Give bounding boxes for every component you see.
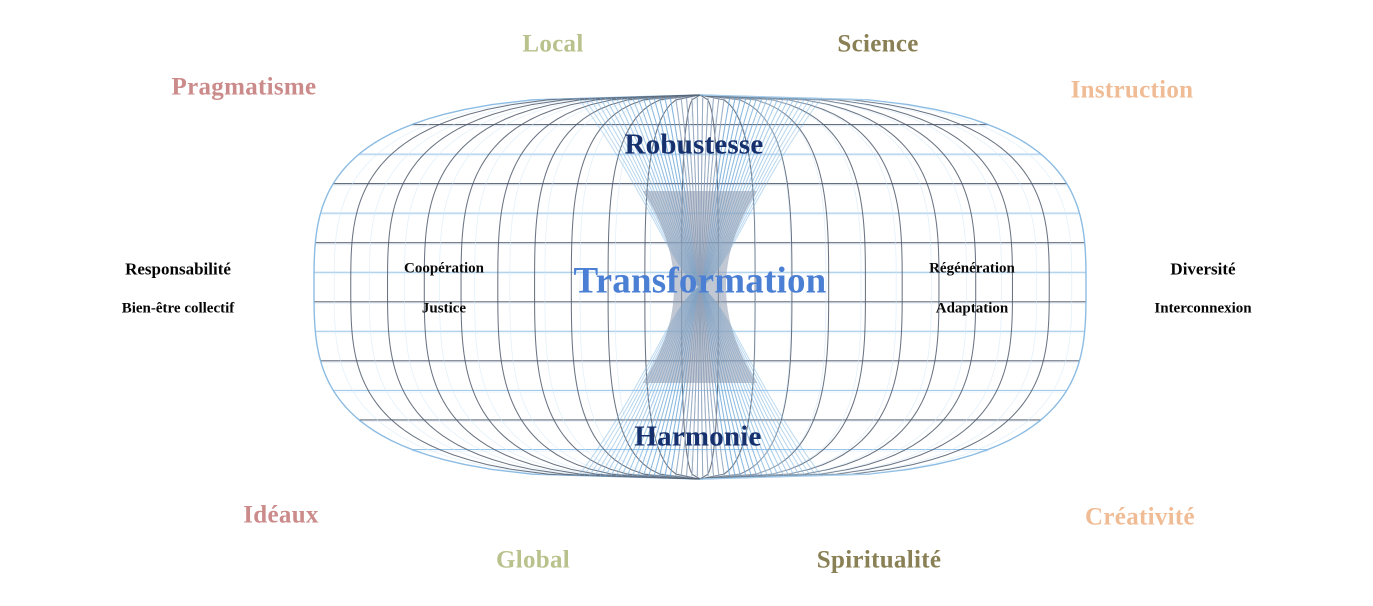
outer-label-science: Science — [837, 30, 919, 58]
mid-label-diversite: Diversité — [1170, 259, 1236, 279]
pole-label-robustesse: Robustesse — [624, 128, 764, 161]
outer-label-ideaux: Idéaux — [243, 501, 319, 529]
outer-label-pragmatisme: Pragmatisme — [171, 73, 317, 101]
outer-label-local: Local — [522, 30, 584, 58]
mesh-core-hyperboloid — [578, 97, 822, 477]
outer-label-spiritualite: Spiritualité — [816, 546, 942, 574]
inner-label-cooperation: Coopération — [404, 260, 484, 277]
outer-label-creativite: Créativité — [1085, 503, 1195, 531]
inner-label-regeneration: Régénération — [929, 260, 1015, 277]
mid-label-responsabilite: Responsabilité — [125, 259, 231, 279]
pole-label-harmonie: Harmonie — [634, 420, 762, 453]
mid-label-bien-etre-collectif: Bien-être collectif — [121, 300, 235, 317]
inner-label-justice: Justice — [421, 300, 467, 317]
outer-label-global: Global — [495, 546, 571, 574]
mid-label-interconnexion: Interconnexion — [1154, 300, 1252, 317]
inner-label-adaptation: Adaptation — [935, 300, 1009, 317]
core-label-transformation: Transformation — [573, 260, 827, 302]
outer-label-instruction: Instruction — [1070, 76, 1194, 104]
